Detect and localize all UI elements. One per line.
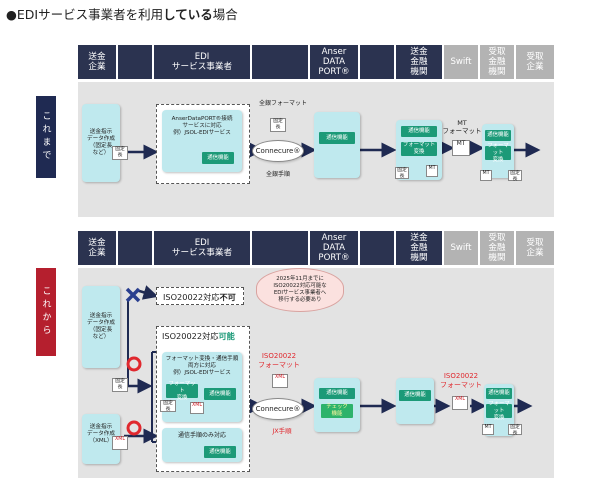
before-anser-comm: 通信機能 bbox=[319, 132, 355, 144]
after-net-doc-xml: XML bbox=[272, 374, 288, 388]
header2-gap3 bbox=[360, 231, 394, 265]
after-anser-box: 通信機能 チェック 機能 bbox=[314, 378, 360, 432]
header2-anser: Anser DATA PORT® bbox=[310, 231, 358, 265]
before-zengin-format: 全銀フォーマット bbox=[258, 100, 307, 107]
header2-sendbank: 送金 金融 機関 bbox=[396, 231, 442, 265]
before-recv-doc-fixed: 固定長 bbox=[508, 170, 522, 182]
header-gap3 bbox=[360, 45, 394, 79]
before-connecure: Connecure® bbox=[252, 140, 304, 162]
after-edi-conv: フォーマット 変換 bbox=[166, 381, 198, 401]
header-edi: EDI サービス事業者 bbox=[154, 45, 250, 79]
header-sender: 送金 企業 bbox=[78, 45, 116, 79]
after-sendbank-comm: 通信機能 bbox=[399, 390, 431, 401]
header2-gap2 bbox=[252, 231, 308, 265]
header2-gap1 bbox=[118, 231, 152, 265]
after-iso-not: ISO20022対応不可 bbox=[156, 287, 244, 305]
page-title: ●EDIサービス事業者を利用している場合 bbox=[6, 7, 238, 22]
after-cloud-note: 2025年11月までに ISO20022対応可能な EDIサービス事業者へ 移行… bbox=[256, 268, 344, 312]
after-edi2-comm: 通信機能 bbox=[204, 446, 236, 458]
header2-sender: 送金 企業 bbox=[78, 231, 116, 265]
after-sendbank-box: 通信機能 bbox=[396, 378, 434, 424]
before-mt-format: MT フォーマット bbox=[442, 119, 482, 135]
before-recvbank-conv: フォーマット 変換 bbox=[485, 143, 511, 163]
before-zengin-proc: 全銀手順 bbox=[265, 171, 290, 178]
header-anser: Anser DATA PORT® bbox=[310, 45, 358, 79]
after-edi-box2: 通信手順のみ対応 通信機能 bbox=[162, 428, 242, 462]
after-doc-xml: XML bbox=[112, 436, 128, 450]
before-recvbank-comm: 通信機能 bbox=[485, 130, 511, 141]
after-anser-check: チェック 機能 bbox=[321, 404, 353, 418]
before-sendbank-comm: 通信機能 bbox=[401, 126, 437, 137]
before-sendbank-conv: フォーマット 変換 bbox=[401, 142, 437, 156]
header2-edi: EDI サービス事業者 bbox=[154, 231, 250, 265]
header-gap1 bbox=[118, 45, 152, 79]
header-sendbank: 送金 金融 機関 bbox=[396, 45, 442, 79]
label-before: これまで bbox=[36, 96, 56, 178]
before-edi-box: AnserDataPORT®接続 サービスに対応 例）JSOL-EDIサービス … bbox=[162, 110, 242, 172]
after-recvbank-conv: フォーマット 変換 bbox=[486, 401, 512, 421]
after-jx: JX手順 bbox=[272, 427, 292, 435]
after-recv-doc-mt: MT bbox=[482, 424, 494, 435]
after-company-box1: 送金指示 データ作成 （固定長 など） bbox=[82, 286, 120, 368]
after-edi-comm: 通信機能 bbox=[204, 388, 236, 400]
before-doc-fixed2: 固定長 bbox=[270, 118, 286, 132]
header-gap2 bbox=[252, 45, 308, 79]
after-edi-doc-fixed: 固定長 bbox=[160, 400, 176, 412]
before-recv-doc-mt: MT bbox=[480, 170, 492, 181]
after-recvbank-comm: 通信機能 bbox=[486, 388, 512, 399]
before-edi-comm: 通信機能 bbox=[202, 152, 234, 164]
header2-recvbank: 受取 金融 機関 bbox=[480, 231, 514, 265]
after-recv-doc-fixed: 固定長 bbox=[508, 424, 522, 436]
before-anser-box: 通信機能 bbox=[314, 112, 360, 178]
after-doc-fixed: 固定長 bbox=[112, 378, 128, 392]
after-iso-ok: ISO20022対応可能 bbox=[162, 331, 235, 341]
before-bank-doc-mt: MT bbox=[426, 165, 438, 177]
before-doc-fixed: 固定長 bbox=[112, 146, 128, 160]
after-company-box2: 送金指示 データ作成 （XML） bbox=[82, 414, 120, 464]
header-recvbank: 受取 金融 機関 bbox=[480, 45, 514, 79]
header2-receiver: 受取 企業 bbox=[516, 231, 554, 265]
after-connecure: Connecure® bbox=[252, 398, 304, 420]
header-receiver: 受取 企業 bbox=[516, 45, 554, 79]
label-after: これから bbox=[36, 268, 56, 356]
after-anser-comm: 通信機能 bbox=[319, 388, 355, 399]
before-swift-doc-mt: MT bbox=[452, 140, 470, 156]
before-company-box: 送金指示 データ作成 （固定長 など） bbox=[82, 104, 120, 182]
after-iso-format2: ISO20022 フォーマット bbox=[440, 372, 482, 389]
after-iso-format: ISO20022 フォーマット bbox=[258, 352, 300, 369]
header-swift: Swift bbox=[444, 45, 478, 79]
after-edi-doc-xml: XML bbox=[190, 402, 204, 414]
before-bank-doc-fixed: 固定長 bbox=[395, 167, 409, 179]
x-mark bbox=[125, 287, 141, 303]
before-recvbank-box: 通信機能 フォーマット 変換 bbox=[482, 124, 514, 178]
after-swift-doc-xml: XML bbox=[452, 396, 468, 410]
header2-swift: Swift bbox=[444, 231, 478, 265]
